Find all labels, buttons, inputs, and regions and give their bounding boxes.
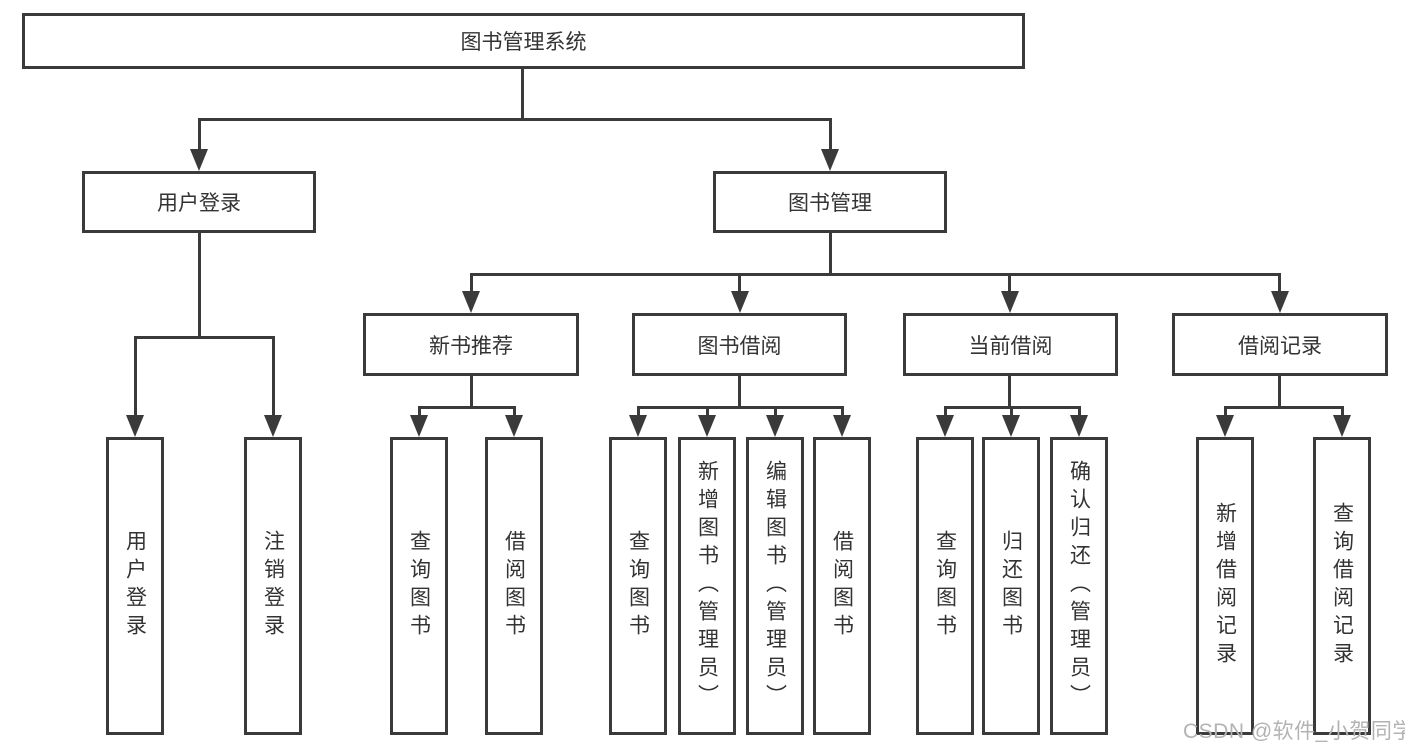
leaf-edit-book-admin: 编辑图书（管理员） [746,437,804,735]
leaf-query-borrow-record-label: 查询借阅记录 [1330,502,1354,670]
connector-line [198,118,832,121]
node-user-login: 用户登录 [82,171,316,233]
connector-line [706,406,709,417]
leaf-query-book-3-label: 查询图书 [933,530,957,642]
arrowhead-icon [833,415,851,437]
arrowhead-icon [1002,415,1020,437]
connector-line [272,336,275,417]
connector-line [1341,406,1344,417]
leaf-query-book-2-label: 查询图书 [626,530,650,642]
leaf-confirm-return-admin-label: 确认归还（管理员） [1067,460,1091,712]
connector-line [1278,374,1281,409]
node-book-management: 图书管理 [713,171,947,233]
connector-line [829,231,832,276]
connector-line [738,374,741,409]
leaf-add-book-admin: 新增图书（管理员） [678,437,736,735]
arrowhead-icon [1333,415,1351,437]
leaf-query-book-3: 查询图书 [916,437,974,735]
connector-line [198,231,201,339]
leaf-return-book: 归还图书 [982,437,1040,735]
arrowhead-icon [936,415,954,437]
node-book-management-label: 图书管理 [788,192,872,215]
leaf-query-book-1: 查询图书 [390,437,448,735]
arrowhead-icon [505,415,523,437]
connector-line [841,406,844,417]
connector-line [1010,406,1013,417]
arrowhead-icon [629,415,647,437]
connector-line [521,66,524,121]
node-current-borrow-label: 当前借阅 [968,334,1053,358]
connector-line [1008,374,1011,409]
node-current-borrow: 当前借阅 [903,313,1118,376]
arrowhead-icon [190,149,208,171]
node-new-book-recommend: 新书推荐 [363,313,579,376]
connector-line [1078,406,1081,417]
leaf-add-book-admin-label: 新增图书（管理员） [695,460,719,712]
connector-line [738,273,741,293]
connector-line [637,406,640,417]
leaf-user-login: 用户登录 [106,437,164,735]
node-book-borrow: 图书借阅 [632,313,847,376]
leaf-logout-login-label: 注销登录 [261,530,285,642]
leaf-borrow-book-2-label: 借阅图书 [830,530,854,642]
connector-line [470,273,473,293]
connector-line [944,406,947,417]
node-borrow-records-label: 借阅记录 [1238,334,1322,358]
connector-line [637,406,844,409]
leaf-add-borrow-record: 新增借阅记录 [1196,437,1254,735]
connector-line [418,406,516,409]
connector-line [1278,273,1281,293]
connector-line [513,406,516,417]
leaf-edit-book-admin-label: 编辑图书（管理员） [763,460,787,712]
arrowhead-icon [1216,415,1234,437]
connector-line [134,336,137,417]
connector-line [774,406,777,417]
leaf-query-borrow-record: 查询借阅记录 [1313,437,1371,735]
leaf-query-book-2: 查询图书 [609,437,667,735]
node-root-label: 图书管理系统 [460,31,587,54]
node-book-borrow-label: 图书借阅 [697,334,782,358]
leaf-borrow-book-1: 借阅图书 [485,437,543,735]
connector-line [1224,406,1344,409]
connector-line [134,336,275,339]
arrowhead-icon [264,415,282,437]
leaf-confirm-return-admin: 确认归还（管理员） [1050,437,1108,735]
node-root: 图书管理系统 [22,13,1025,69]
arrowhead-icon [1070,415,1088,437]
connector-line [418,406,421,417]
arrowhead-icon [410,415,428,437]
connector-line [198,118,201,151]
arrowhead-icon [1271,291,1289,313]
arrowhead-icon [462,291,480,313]
connector-line [1008,273,1011,293]
connector-line [470,374,473,409]
arrowhead-icon [126,415,144,437]
watermark: CSDN @软件_小贺同学 [1183,720,1405,743]
arrowhead-icon [698,415,716,437]
node-new-book-recommend-label: 新书推荐 [429,334,513,358]
arrowhead-icon [731,291,749,313]
leaf-borrow-book-1-label: 借阅图书 [502,530,526,642]
leaf-borrow-book-2: 借阅图书 [813,437,871,735]
arrowhead-icon [821,149,839,171]
arrowhead-icon [1001,291,1019,313]
leaf-logout-login: 注销登录 [244,437,302,735]
connector-line [829,118,832,151]
connector-line [470,273,1281,276]
arrowhead-icon [766,415,784,437]
node-borrow-records: 借阅记录 [1172,313,1388,376]
leaf-query-book-1-label: 查询图书 [407,530,431,642]
node-user-login-label: 用户登录 [157,192,241,215]
leaf-return-book-label: 归还图书 [999,530,1023,642]
leaf-user-login-label: 用户登录 [123,530,147,642]
connector-line [1224,406,1227,417]
leaf-add-borrow-record-label: 新增借阅记录 [1213,502,1237,670]
